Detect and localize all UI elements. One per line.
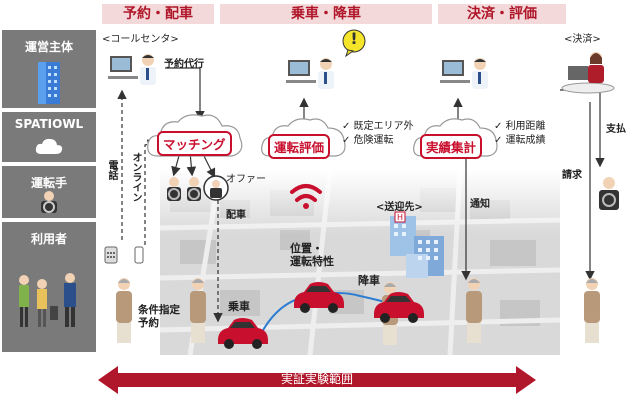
smartphone-icon	[134, 246, 144, 264]
payment-operator-icon	[568, 52, 604, 83]
call-center-label: <コールセンタ>	[102, 34, 179, 45]
operator-results-icon	[440, 58, 488, 89]
cloud-icon	[35, 138, 63, 154]
car-alighting-icon	[374, 292, 424, 323]
driver-icon	[41, 191, 57, 213]
payout-label: 支払	[606, 124, 626, 135]
svg-text:H: H	[397, 213, 403, 222]
car-boarding-icon	[218, 318, 268, 349]
eval-check-item: ✓ 危険運転	[342, 135, 394, 146]
position-traits-label: 位置・ 運転特性	[290, 242, 334, 268]
board-label: 乗車	[228, 300, 250, 313]
phone-label: 電話	[106, 160, 117, 180]
results-check-item: ✓ 利用距離	[494, 121, 546, 132]
operator-eval-icon	[286, 58, 334, 89]
users-icon	[19, 273, 76, 327]
matching-label: マッチング	[157, 131, 232, 156]
building-icon	[38, 62, 60, 104]
results-check-list: ✓ 利用距離 ✓ 運転成績	[494, 120, 546, 148]
payment-driver-icon	[599, 177, 619, 210]
sidebar-spatiowl: SPATIOWL	[2, 112, 96, 162]
scope-arrow	[98, 366, 536, 394]
conditions-reserve-label: 条件指定 予約	[138, 304, 180, 329]
user-notified-icon	[466, 278, 482, 343]
phone-icon	[104, 246, 118, 264]
scope-label: 実証実験範囲	[280, 372, 353, 386]
sidebar-spatiowl-label: SPATIOWL	[14, 117, 84, 131]
online-label: オンライン	[130, 152, 141, 202]
alert-icon	[342, 29, 366, 58]
phase-payment: 決済・評価	[438, 4, 566, 24]
destination-label: <送迎先>	[376, 202, 423, 213]
user-reserving-icon	[116, 278, 132, 343]
operator-callcenter-icon	[108, 54, 156, 85]
eval-check-list: ✓ 既定エリア外 ✓ 危険運転	[342, 120, 414, 148]
sidebar-user-label: 利用者	[30, 232, 67, 246]
sidebar-driver-label: 運転手	[30, 176, 67, 190]
billing-label: 請求	[562, 170, 582, 181]
sidebar-user: 利用者	[2, 222, 96, 352]
car-traveling-icon	[294, 282, 344, 313]
notify-label: 通知	[470, 199, 490, 210]
drivers-icon	[167, 175, 229, 201]
alight-label: 降車	[358, 274, 380, 287]
proxy-reservation-label: 予約代行	[164, 59, 204, 70]
user-boarding-icon	[190, 278, 206, 343]
results-check-item: ✓ 運転成績	[494, 135, 546, 146]
sidebar-driver: 運転手	[2, 166, 96, 218]
sidebar-operator: 運営主体	[2, 30, 96, 108]
dispatch-label: 配車	[226, 210, 246, 221]
payment-corner-label: <決済>	[564, 34, 601, 45]
hospital-icon: H	[390, 211, 444, 278]
eval-check-item: ✓ 既定エリア外	[342, 121, 414, 132]
user-billed-icon	[584, 278, 600, 343]
offer-label: オファー	[226, 174, 266, 185]
driving-eval-label: 運転評価	[268, 134, 331, 159]
phase-ride: 乗車・降車	[220, 4, 432, 24]
alert-mark: !	[350, 29, 358, 48]
phase-reservation: 予約・配車	[102, 4, 214, 24]
sidebar-operator-label: 運営主体	[24, 40, 73, 54]
results-label: 実績集計	[420, 134, 483, 159]
